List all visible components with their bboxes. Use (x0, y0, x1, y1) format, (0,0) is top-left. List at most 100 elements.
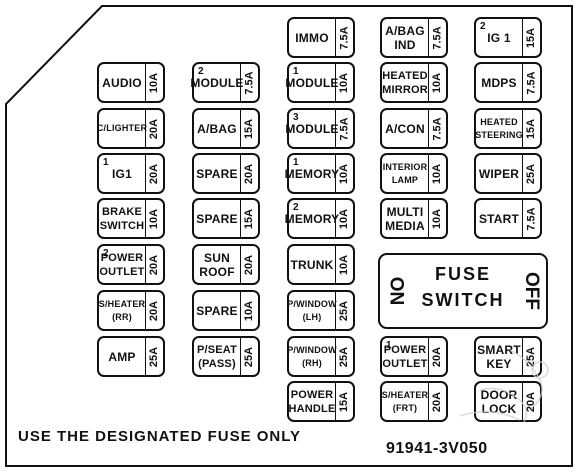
fuse-divider (335, 246, 336, 283)
fuse-rating: 20A (241, 246, 258, 283)
fuse-name: SPARE (196, 303, 238, 318)
fuse-rating: 7.5A (523, 64, 540, 101)
fuse-rating: 15A (336, 383, 353, 420)
fuse-rating-text: 10A (338, 72, 351, 93)
fuse-rating-text: 25A (243, 346, 256, 367)
fuse-rating-text: 10A (431, 72, 444, 93)
fuse-rating-text: 7.5A (431, 25, 444, 50)
fuse-slot: P/WINDOW (RH)25A (287, 336, 355, 377)
fuse-rating-text: 7.5A (243, 70, 256, 95)
fuse-divider (428, 338, 429, 375)
fuse-slot: A/CON 7.5A (380, 108, 448, 149)
fuse-circuit-number: 1 (293, 66, 299, 77)
fuse-rating: 10A (336, 64, 353, 101)
fuse-rating-text: 10A (338, 208, 351, 229)
fuse-name: MEMORY (284, 211, 340, 226)
fuse-name: P/SEAT (PASS) (196, 343, 238, 370)
fuse-rating-text: 15A (243, 118, 256, 139)
fuse-divider (522, 110, 523, 147)
fuse-rating: 10A (241, 292, 258, 329)
fuse-divider (145, 110, 146, 147)
fuse-divider (335, 292, 336, 329)
fuse-slot: AMP 25A (97, 336, 165, 377)
fuse-rating: 20A (146, 110, 163, 147)
fuse-divider (522, 64, 523, 101)
fuse-rating: 10A (429, 200, 446, 237)
fuse-divider (145, 246, 146, 283)
fuse-divider (335, 383, 336, 420)
fuse-name: MDPS (481, 75, 517, 90)
fuse-name: MULTI MEDIA (385, 204, 425, 233)
fuse-switch[interactable]: ON FUSE SWITCH OFF (378, 253, 548, 329)
fuse-name: A/CON (385, 121, 425, 136)
fuse-divider (240, 64, 241, 101)
fuse-divider (335, 19, 336, 56)
fuse-name: SPARE (196, 211, 238, 226)
fuse-rating: 10A (336, 155, 353, 192)
fuse-divider (335, 338, 336, 375)
fuse-rating: 20A (241, 155, 258, 192)
fuse-divider (428, 64, 429, 101)
fuse-name: A/BAG (197, 121, 237, 136)
fuse-slot: MDPS 7.5A (474, 62, 542, 103)
fuse-rating-text: 25A (148, 346, 161, 367)
fuse-rating: 7.5A (336, 110, 353, 147)
switch-label-switch: SWITCH (421, 290, 505, 310)
fuse-name: MODULE (190, 75, 244, 90)
fuse-name: POWER OUTLET (382, 343, 428, 370)
fuse-rating: 25A (146, 338, 163, 375)
fuse-name: C/LIGHTER (96, 123, 148, 133)
fuse-divider (428, 200, 429, 237)
fuse-circuit-number: 3 (293, 112, 299, 123)
fuse-rating-text: 20A (148, 118, 161, 139)
fuse-divider (522, 338, 523, 375)
fuse-divider (240, 200, 241, 237)
fuse-divider (145, 338, 146, 375)
fuse-divider (145, 292, 146, 329)
fuse-rating-text: 15A (525, 118, 538, 139)
fuse-rating: 15A (241, 200, 258, 237)
fuse-rating-text: 15A (243, 208, 256, 229)
fuse-slot: S/HEATER (FRT)20A (380, 381, 448, 422)
fuse-name: S/HEATER (FRT) (381, 389, 429, 413)
fuse-rating: 7.5A (523, 200, 540, 237)
fuse-name: POWER HANDLE (288, 388, 336, 415)
fuse-name: HEATED STEERING (475, 116, 523, 140)
fuse-slot: S/HEATER (RR)20A (97, 290, 165, 331)
fuse-slot: A/BAG 15A (192, 108, 260, 149)
fuse-rating: 7.5A (336, 19, 353, 56)
fuse-name: POWER OUTLET (99, 251, 145, 278)
fuse-name: AMP (108, 349, 136, 364)
fuse-slot: P/SEAT (PASS) 25A (192, 336, 260, 377)
fuse-name: A/BAG IND (385, 23, 425, 52)
fuse-rating-text: 10A (431, 163, 444, 184)
fuse-rating: 20A (146, 246, 163, 283)
fuse-divider (522, 19, 523, 56)
footer-note: USE THE DESIGNATED FUSE ONLY (18, 428, 302, 445)
fuse-rating: 15A (241, 110, 258, 147)
fuse-name: SUN ROOF (199, 250, 235, 279)
fuse-rating: 7.5A (429, 110, 446, 147)
fuse-rating: 7.5A (241, 64, 258, 101)
part-number: 91941-3V050 (386, 440, 488, 457)
fuse-rating-text: 10A (148, 208, 161, 229)
fuse-slot: SPARE 15A (192, 198, 260, 239)
fuse-divider (522, 200, 523, 237)
fuse-name: START (478, 211, 520, 226)
fuse-rating-text: 15A (525, 27, 538, 48)
fuse-circuit-number: 2 (103, 248, 109, 259)
